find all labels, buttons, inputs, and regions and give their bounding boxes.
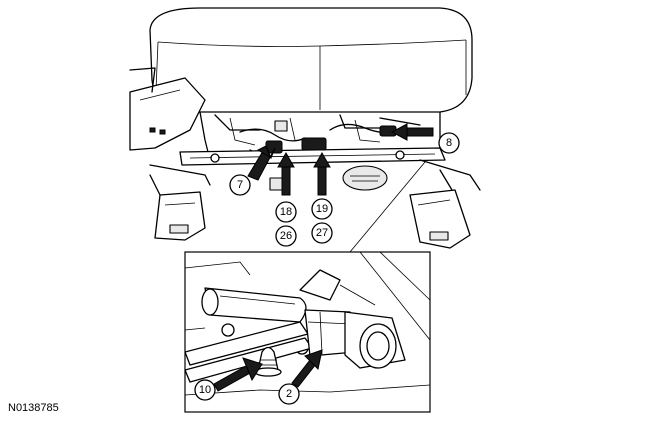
svg-text:18: 18: [280, 206, 292, 218]
callout-8: 8: [438, 132, 460, 154]
bracket-left: [154, 191, 206, 241]
svg-text:10: 10: [199, 384, 211, 396]
arrow-7: [247, 144, 276, 181]
arrow-19-27: [313, 151, 331, 196]
callout-10: 10: [194, 379, 216, 401]
detail-leader-line: [349, 161, 426, 253]
connectors: [265, 120, 397, 191]
svg-text:8: 8: [446, 137, 452, 149]
svg-text:7: 7: [237, 179, 243, 191]
svg-text:27: 27: [316, 227, 328, 239]
arrow-10: [213, 357, 263, 392]
svg-text:2: 2: [286, 388, 292, 400]
side-shield: [129, 67, 206, 151]
bracket-right: [409, 189, 471, 249]
seat-track: [149, 147, 481, 196]
callout-19: 19: [311, 198, 333, 220]
callout-7: 7: [229, 174, 251, 196]
callout-27: 27: [311, 222, 333, 244]
arrow-8: [390, 123, 434, 141]
detail-view: 10 2: [184, 251, 431, 413]
arrow-18-26: [277, 151, 295, 196]
callout-2: 2: [278, 383, 300, 405]
figure-id: N0138785: [8, 402, 59, 414]
callout-18: 18: [275, 201, 297, 223]
svg-text:26: 26: [280, 230, 292, 242]
callout-26: 26: [275, 225, 297, 247]
arrow-2: [291, 349, 323, 388]
svg-text:19: 19: [316, 203, 328, 215]
seat-assembly: [129, 7, 481, 249]
push-pin-retainer: [254, 346, 282, 377]
